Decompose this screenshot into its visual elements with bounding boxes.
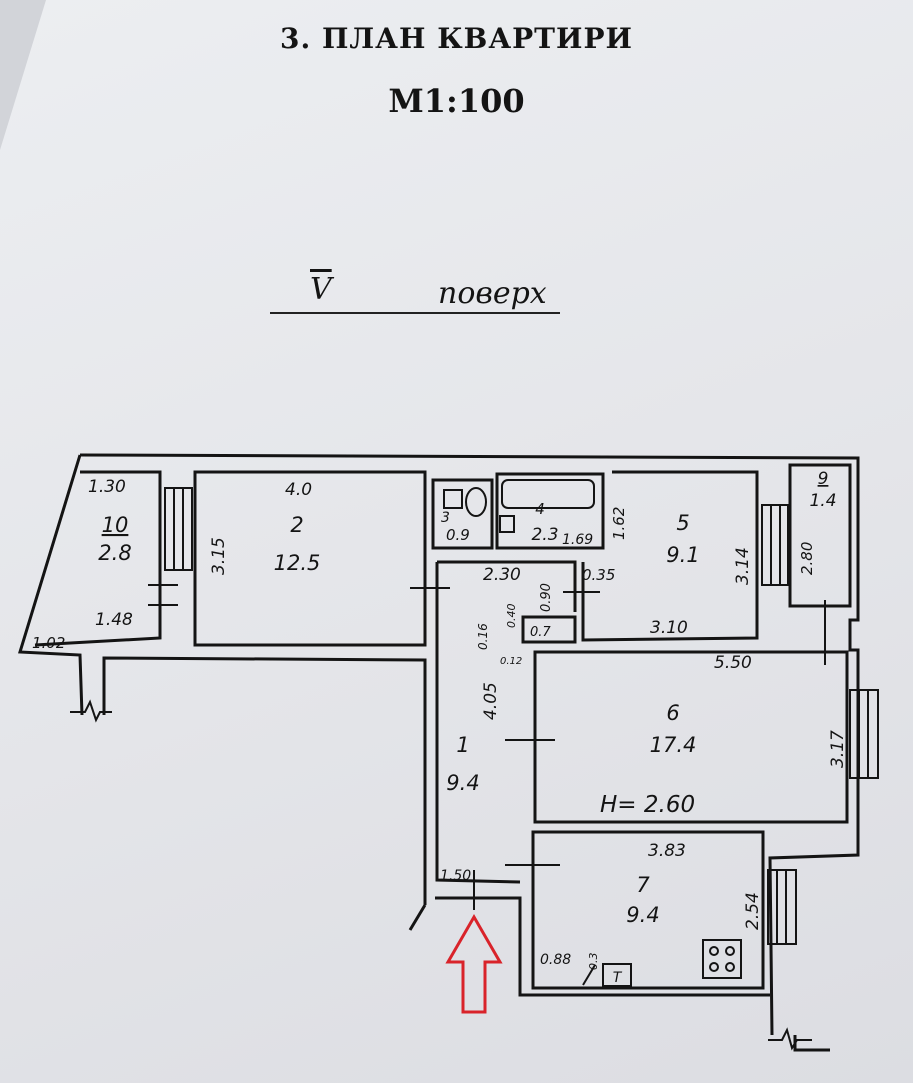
floor-label: V поверх [270, 268, 560, 318]
boiler-fixture [582, 963, 632, 987]
wc-area: 0.9 [446, 526, 470, 544]
dim-corridor-small4: 0.12 [500, 656, 522, 667]
dim-room5-width: 3.10 [650, 618, 688, 638]
window-room6 [849, 689, 879, 779]
wall-entry-bottom [408, 904, 427, 931]
dim-room7-depth: 2.54 [743, 892, 763, 930]
dim-room7-small2: 0.3 [587, 953, 600, 971]
window-room7 [767, 869, 797, 945]
outer-wall-bottom [102, 656, 427, 905]
dim-bath-right: 1.69 [562, 532, 593, 548]
room7-number: 7 [636, 873, 650, 897]
dim-room5-depth: 3.14 [733, 547, 753, 585]
room4-area: 2.3 [531, 525, 558, 545]
wall-room2 [193, 470, 427, 647]
room2-number: 2 [290, 513, 303, 537]
dim-wc-left: 3 [441, 510, 450, 526]
dim-room2-width: 4.0 [285, 480, 312, 500]
room9-number: 9 [818, 469, 829, 489]
dim-room10-mid: 1.48 [95, 610, 133, 630]
room5-number: 5 [676, 511, 689, 535]
closet-area: 0.7 [530, 625, 551, 640]
stove-fixture [702, 939, 742, 979]
floor-number: V [310, 272, 332, 307]
dim-room7-width: 3.83 [648, 841, 686, 861]
room9-area: 1.4 [809, 491, 836, 511]
room1-area: 9.4 [446, 771, 479, 795]
window-room10 [164, 487, 193, 571]
dim-room10-top: 1.30 [88, 477, 126, 497]
room1-number: 1 [456, 733, 469, 757]
wall-corridor [435, 560, 577, 884]
wc-fixture [443, 487, 487, 517]
dim-room6-width: 5.50 [714, 653, 752, 673]
folded-corner [0, 0, 46, 150]
dim-room7-small: 0.88 [540, 952, 571, 968]
dim-corridor-small1: 0.90 [539, 583, 554, 612]
room5-area: 9.1 [666, 543, 699, 567]
page-title: 3. ПЛАН КВАРТИРИ [280, 22, 633, 55]
room7-area: 9.4 [626, 903, 659, 927]
entrance-arrow [445, 914, 503, 1014]
dim-hall-width: 1.50 [440, 868, 471, 884]
dim-room2-depth: 3.15 [209, 537, 229, 575]
dim-corridor-top: 2.30 [483, 565, 521, 585]
room6-area: 17.4 [650, 733, 697, 757]
wall-room7 [531, 830, 765, 990]
wall-entry [435, 896, 770, 997]
wall-room10 [34, 470, 162, 647]
dim-room10-bottom: 1.02 [32, 634, 65, 652]
scale-label: М1:100 [388, 82, 525, 120]
wall-room9 [788, 463, 852, 608]
room4-number: 4 [535, 500, 545, 518]
wall-room6 [533, 650, 849, 824]
dim-room5-left: 1.62 [610, 507, 628, 540]
dim-room6-depth: 3.17 [828, 730, 848, 768]
outer-wall [79, 453, 860, 1036]
dim-corridor-length: 4.05 [481, 682, 501, 720]
dim-room9-depth: 2.80 [798, 542, 816, 575]
floor-underline [270, 312, 560, 314]
wall-wc [431, 478, 494, 550]
ceiling-height: H= 2.60 [600, 792, 695, 818]
bathtub-fixture [499, 479, 595, 533]
window-room5 [761, 504, 789, 586]
wall-room5 [581, 470, 759, 642]
room6-number: 6 [666, 701, 679, 725]
door-marks [70, 584, 826, 1051]
room10-number: 10 [102, 513, 129, 537]
wall-closet [521, 615, 577, 644]
floor-word: поверх [438, 276, 547, 311]
dim-corridor-gap: 0.35 [582, 566, 615, 584]
dim-corridor-small3: 0.16 [476, 623, 490, 650]
room2-area: 12.5 [274, 551, 321, 575]
room10-area: 2.8 [98, 541, 131, 565]
boiler-label: Т [613, 970, 623, 986]
outer-wall-left [18, 454, 84, 716]
wall-stub-right [793, 1035, 830, 1052]
dim-corridor-small2: 0.40 [505, 604, 518, 629]
wall-bath [495, 472, 605, 550]
